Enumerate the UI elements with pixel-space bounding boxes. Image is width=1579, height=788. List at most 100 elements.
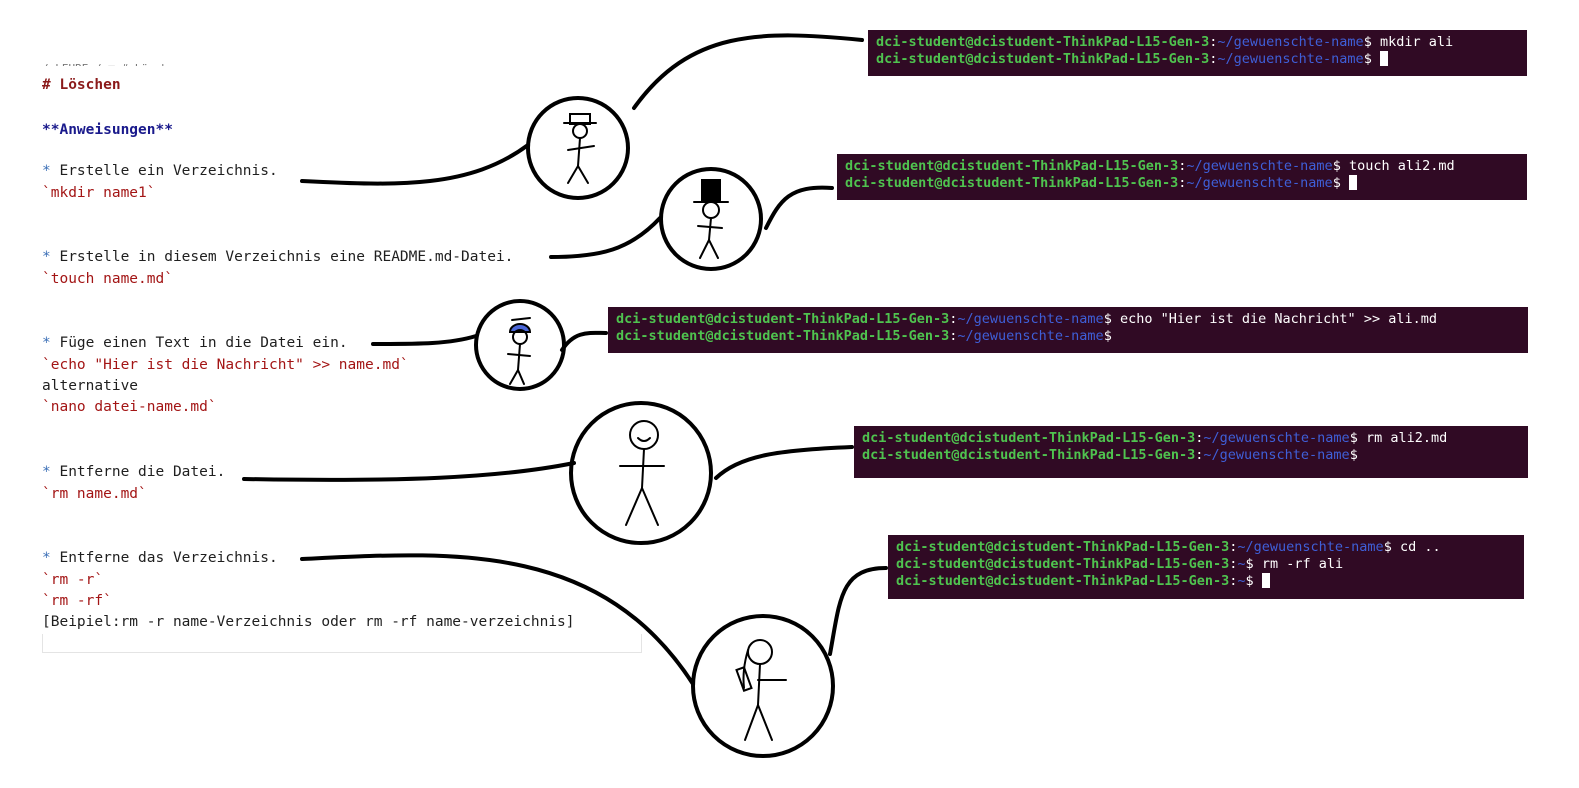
stick-figure-propeller-cap-icon (474, 299, 566, 391)
terminal-cursor (1379, 51, 1388, 66)
terminal-line: dci-student@dcistudent-ThinkPad-L15-Gen-… (616, 328, 1112, 344)
prompt-path: ~ (1237, 573, 1246, 589)
step-2: * Erstelle in diesem Verzeichnis eine RE… (42, 248, 513, 266)
command-text: touch ali2.md (1348, 158, 1455, 174)
stick-figure-top-hat-icon (659, 167, 763, 271)
instructions-label: **Anweisungen** (42, 122, 173, 138)
prompt-user: dci-student@dcistudent-ThinkPad-L15-Gen-… (896, 556, 1230, 572)
connector-step-1 (300, 143, 530, 186)
prompt-user: dci-student@dcistudent-ThinkPad-L15-Gen-… (896, 539, 1230, 555)
prompt-symbol: $ (1245, 573, 1254, 589)
step-1: * Erstelle ein Verzeichnis. (42, 162, 278, 180)
bullet-marker: * (42, 335, 51, 351)
step-text: Entferne die Datei. (59, 464, 226, 480)
bullet-marker: * (42, 464, 51, 480)
step-text: Erstelle in diesem Verzeichnis eine READ… (59, 249, 514, 265)
terminal-cursor (1348, 175, 1357, 190)
step-3-code: `echo "Hier ist die Nachricht" >> name.m… (42, 357, 409, 373)
editor-empty-line[interactable] (42, 634, 642, 653)
command-text: rm ali2.md (1365, 430, 1448, 446)
terminal-line: dci-student@dcistudent-ThinkPad-L15-Gen-… (862, 447, 1358, 463)
prompt-symbol: $ (1103, 311, 1112, 327)
step-text: Erstelle ein Verzeichnis. (59, 163, 278, 179)
prompt-symbol: $ (1363, 51, 1372, 67)
connector-terminal-3 (560, 330, 608, 352)
terminal-line: dci-student@dcistudent-ThinkPad-L15-Gen-… (876, 34, 1454, 50)
prompt-path: ~/gewuenschte-name (1217, 34, 1364, 50)
prompt-symbol: $ (1245, 556, 1254, 572)
step-5-example: [Beipiel:rm -r name-Verzeichnis oder rm … (42, 614, 575, 630)
prompt-symbol: $ (1349, 430, 1358, 446)
step-2-code: `touch name.md` (42, 271, 173, 287)
connector-terminal-4 (714, 445, 854, 480)
prompt-symbol: $ (1363, 34, 1372, 50)
prompt-symbol: $ (1332, 158, 1341, 174)
terminal-rm-rf[interactable]: dci-student@dcistudent-ThinkPad-L15-Gen-… (888, 535, 1524, 599)
prompt-symbol: $ (1103, 328, 1112, 344)
prompt-path: ~ (1237, 556, 1246, 572)
command-text: mkdir ali (1379, 34, 1454, 50)
step-5-code-2: `rm -rf` (42, 593, 112, 609)
step-4-code: `rm name.md` (42, 486, 147, 502)
step-text: Entferne das Verzeichnis. (59, 550, 278, 566)
prompt-path: ~/gewuenschte-name (1203, 430, 1350, 446)
prompt-user: dci-student@dcistudent-ThinkPad-L15-Gen-… (845, 158, 1179, 174)
step-4: * Entferne die Datei. (42, 463, 225, 481)
step-5-code: `rm -r` (42, 572, 104, 588)
terminal-line: dci-student@dcistudent-ThinkPad-L15-Gen-… (616, 311, 1437, 327)
prompt-path: ~/gewuenschte-name (1186, 158, 1333, 174)
prompt-user: dci-student@dcistudent-ThinkPad-L15-Gen-… (876, 51, 1210, 67)
connector-step-5 (300, 553, 695, 686)
terminal-mkdir[interactable]: dci-student@dcistudent-ThinkPad-L15-Gen-… (868, 30, 1527, 76)
prompt-path: ~/gewuenschte-name (1237, 539, 1384, 555)
connector-terminal-5 (828, 566, 888, 656)
command-text: cd .. (1399, 539, 1441, 555)
command-text: echo "Hier ist die Nachricht" >> ali.md (1119, 311, 1437, 327)
connector-terminal-2 (764, 185, 834, 230)
prompt-user: dci-student@dcistudent-ThinkPad-L15-Gen-… (845, 175, 1179, 191)
connector-step-2 (549, 216, 662, 259)
step-text: Füge einen Text in die Datei ein. (59, 335, 348, 351)
page-heading: # Löschen (42, 77, 121, 93)
stick-figure-hat-icon (526, 96, 630, 200)
step-1-code: `mkdir name1` (42, 185, 156, 201)
bullet-marker: * (42, 550, 51, 566)
prompt-user: dci-student@dcistudent-ThinkPad-L15-Gen-… (862, 430, 1196, 446)
terminal-line: dci-student@dcistudent-ThinkPad-L15-Gen-… (876, 51, 1519, 68)
breadcrumb[interactable]: / LEHRE / ■ # Löschen (42, 60, 181, 66)
connector-step-4 (242, 461, 576, 482)
terminal-rm[interactable]: dci-student@dcistudent-ThinkPad-L15-Gen-… (854, 426, 1528, 478)
connector-terminal-1 (632, 33, 864, 110)
prompt-user: dci-student@dcistudent-ThinkPad-L15-Gen-… (876, 34, 1210, 50)
prompt-symbol: $ (1383, 539, 1392, 555)
bullet-marker: * (42, 163, 51, 179)
prompt-symbol: $ (1332, 175, 1341, 191)
terminal-line: dci-student@dcistudent-ThinkPad-L15-Gen-… (845, 158, 1455, 174)
prompt-path: ~/gewuenschte-name (1203, 447, 1350, 463)
terminal-line: dci-student@dcistudent-ThinkPad-L15-Gen-… (862, 430, 1448, 446)
step-3-alt-label: alternative (42, 378, 139, 394)
terminal-cursor (1261, 573, 1270, 588)
terminal-line: dci-student@dcistudent-ThinkPad-L15-Gen-… (896, 539, 1441, 555)
prompt-symbol: $ (1349, 447, 1358, 463)
prompt-path: ~/gewuenschte-name (957, 328, 1104, 344)
terminal-line: dci-student@dcistudent-ThinkPad-L15-Gen-… (896, 556, 1344, 572)
terminal-line: dci-student@dcistudent-ThinkPad-L15-Gen-… (845, 175, 1519, 192)
prompt-path: ~/gewuenschte-name (1217, 51, 1364, 67)
command-text: rm -rf ali (1261, 556, 1344, 572)
stick-figure-phone-icon (691, 614, 835, 758)
prompt-user: dci-student@dcistudent-ThinkPad-L15-Gen-… (616, 311, 950, 327)
terminal-touch[interactable]: dci-student@dcistudent-ThinkPad-L15-Gen-… (837, 154, 1527, 200)
prompt-path: ~/gewuenschte-name (1186, 175, 1333, 191)
stick-figure-smiling-icon (569, 401, 713, 545)
connector-step-3 (371, 334, 478, 346)
step-5: * Entferne das Verzeichnis. (42, 549, 278, 567)
prompt-user: dci-student@dcistudent-ThinkPad-L15-Gen-… (896, 573, 1230, 589)
prompt-user: dci-student@dcistudent-ThinkPad-L15-Gen-… (862, 447, 1196, 463)
step-3-alt-code: `nano datei-name.md` (42, 399, 217, 415)
terminal-line: dci-student@dcistudent-ThinkPad-L15-Gen-… (896, 573, 1516, 590)
bullet-marker: * (42, 249, 51, 265)
prompt-path: ~/gewuenschte-name (957, 311, 1104, 327)
terminal-echo[interactable]: dci-student@dcistudent-ThinkPad-L15-Gen-… (608, 307, 1528, 353)
